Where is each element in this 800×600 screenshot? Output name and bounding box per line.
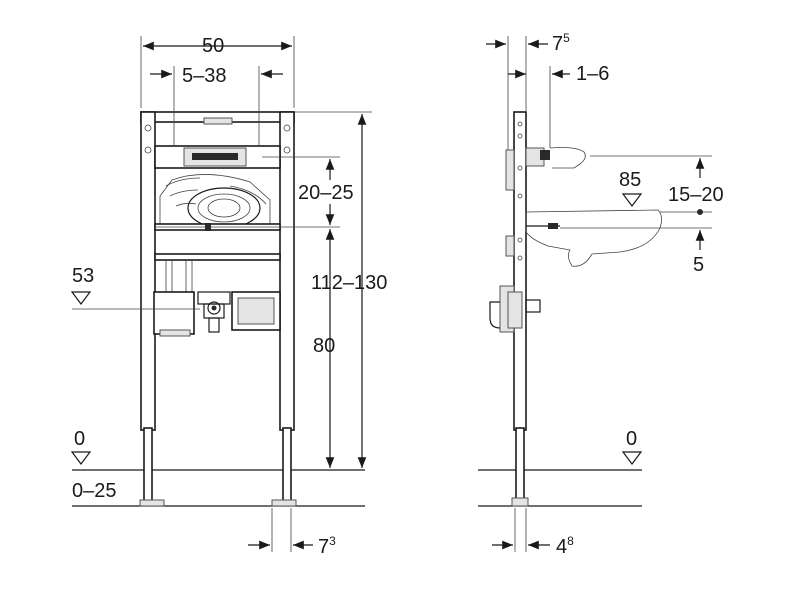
label-dim-5: 5 <box>693 254 705 276</box>
post-hole <box>517 237 523 243</box>
tap-stub <box>540 150 550 160</box>
rear-bracket <box>505 149 515 191</box>
fitting-plate <box>237 297 275 325</box>
foot-plate-right <box>271 499 297 507</box>
waste-elbow <box>489 301 501 329</box>
reference-point-icon <box>697 209 703 215</box>
label-dim-4-8-sup: 8 <box>567 534 574 548</box>
fitting-box-left <box>153 291 195 335</box>
frame-hole <box>283 146 291 154</box>
front-dimensions <box>70 36 372 552</box>
post-hole <box>517 121 523 127</box>
label-level-0-left: 0 <box>74 428 86 450</box>
level-53-triangle-icon <box>70 291 92 305</box>
post-hole <box>517 165 523 171</box>
supply-pipe-right <box>185 260 193 292</box>
valve-icon <box>197 291 231 333</box>
level-0-triangle-icon <box>70 451 92 465</box>
frame-left-foot <box>143 427 153 503</box>
rail-stud <box>205 223 211 231</box>
label-dim-7-3-base: 7 <box>318 536 330 558</box>
foot-plate-left <box>139 499 165 507</box>
label-level-53: 53 <box>72 265 95 287</box>
post-hole <box>517 133 523 139</box>
frame-hole <box>144 146 152 154</box>
label-dim-7-5: 75 <box>552 31 570 55</box>
label-dim-4-8-base: 4 <box>556 536 568 558</box>
level-85-triangle-icon <box>621 193 643 207</box>
frame-right-upright <box>279 111 295 431</box>
waste-outlet <box>525 299 541 313</box>
label-dim-80: 80 <box>313 335 336 357</box>
label-level-85: 85 <box>619 169 642 191</box>
label-frame-width: 50 <box>202 35 225 57</box>
side-post-foot <box>515 427 525 503</box>
label-dim-1-6: 1–6 <box>576 63 610 85</box>
side-post <box>513 111 527 431</box>
waste-bracket <box>507 291 523 329</box>
bolt-nut <box>548 223 558 229</box>
base-plate <box>159 329 191 337</box>
bracket-slot <box>192 153 238 160</box>
tap-outline <box>549 147 586 169</box>
waste-trap <box>159 174 271 229</box>
lower-crossbar <box>154 253 281 261</box>
top-clip <box>203 117 233 125</box>
rear-bracket-lower <box>505 235 515 257</box>
label-dim-7-3-sup: 3 <box>329 534 336 548</box>
supply-pipe-left <box>165 260 173 292</box>
label-dim-112-130: 112–130 <box>311 272 388 294</box>
post-hole <box>517 255 523 261</box>
label-dim-15-20: 15–20 <box>668 184 724 206</box>
label-floor-0-25: 0–25 <box>72 480 117 502</box>
label-level-0-right: 0 <box>626 428 638 450</box>
side-foot-plate <box>511 497 529 507</box>
frame-hole <box>283 124 291 132</box>
washbasin-outline <box>525 209 662 267</box>
frame-left-upright <box>140 111 156 431</box>
front-view <box>72 111 365 507</box>
level-0-right-triangle-icon <box>621 451 643 465</box>
label-dim-7-3: 73 <box>318 534 336 558</box>
label-dim-20-25: 20–25 <box>298 182 354 204</box>
frame-right-foot <box>282 427 292 503</box>
side-view <box>478 111 662 507</box>
label-dim-4-8: 48 <box>556 534 574 558</box>
frame-hole <box>144 124 152 132</box>
post-hole <box>517 193 523 199</box>
label-adjust-5-38: 5–38 <box>182 65 227 87</box>
side-dimensions <box>486 36 712 552</box>
label-dim-7-5-sup: 5 <box>563 31 570 45</box>
label-dim-7-5-base: 7 <box>552 33 564 55</box>
